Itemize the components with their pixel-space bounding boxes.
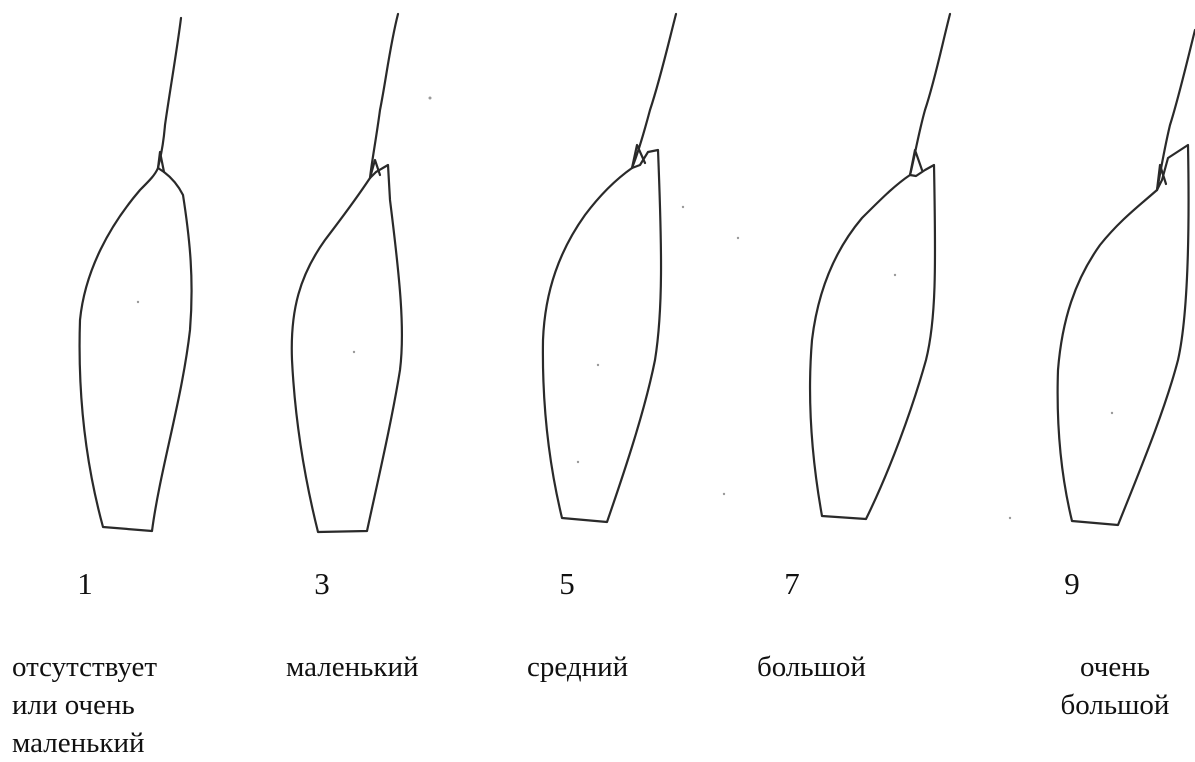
grade-label-7: 7 (762, 566, 822, 602)
description-grade-7: большой (757, 648, 866, 686)
speck (737, 237, 739, 239)
sketch-grade-9 (1058, 30, 1195, 525)
notch-grade-7 (910, 150, 922, 175)
grade-label-9: 9 (1042, 566, 1102, 602)
outline-grade-7 (810, 165, 935, 519)
speck (577, 461, 579, 463)
description-line: большой (757, 648, 866, 686)
description-grade-5: средний (527, 648, 628, 686)
speck (137, 301, 139, 303)
description-line: отсутствует (12, 648, 157, 686)
outline-grade-9 (1058, 145, 1189, 525)
awn-grade-5 (632, 14, 676, 168)
grade-label-5: 5 (537, 566, 597, 602)
description-line: или очень (12, 686, 157, 724)
sketch-grade-7 (810, 14, 950, 519)
speck (353, 351, 355, 353)
description-line: маленький (12, 724, 157, 762)
description-grade-9: очень большой (1040, 648, 1190, 724)
description-line: большой (1040, 686, 1190, 724)
awn-grade-1 (158, 18, 181, 168)
grade-label-1: 1 (55, 566, 115, 602)
speck (723, 493, 725, 495)
speck (894, 274, 896, 276)
sketch-grade-3 (292, 14, 402, 532)
description-grade-1: отсутствует или очень маленький (12, 648, 157, 762)
awn-grade-3 (370, 14, 398, 178)
sketch-canvas (0, 0, 1195, 737)
grain-shape-scale-figure: 1 3 5 7 9 отсутствует или очень маленьки… (0, 0, 1195, 737)
description-line: очень (1040, 648, 1190, 686)
description-grade-3: маленький (286, 648, 419, 686)
outline-grade-1 (80, 168, 192, 531)
speck (597, 364, 599, 366)
description-line: средний (527, 648, 628, 686)
speck (429, 97, 432, 100)
grade-label-3: 3 (292, 566, 352, 602)
outline-grade-3 (292, 165, 402, 532)
speck (1009, 517, 1011, 519)
description-line: маленький (286, 648, 419, 686)
scan-specks (137, 97, 1113, 520)
speck (1111, 412, 1113, 414)
outline-grade-5 (543, 150, 661, 522)
speck (682, 206, 684, 208)
sketch-grade-5 (543, 14, 676, 522)
sketch-grade-1 (80, 18, 192, 531)
